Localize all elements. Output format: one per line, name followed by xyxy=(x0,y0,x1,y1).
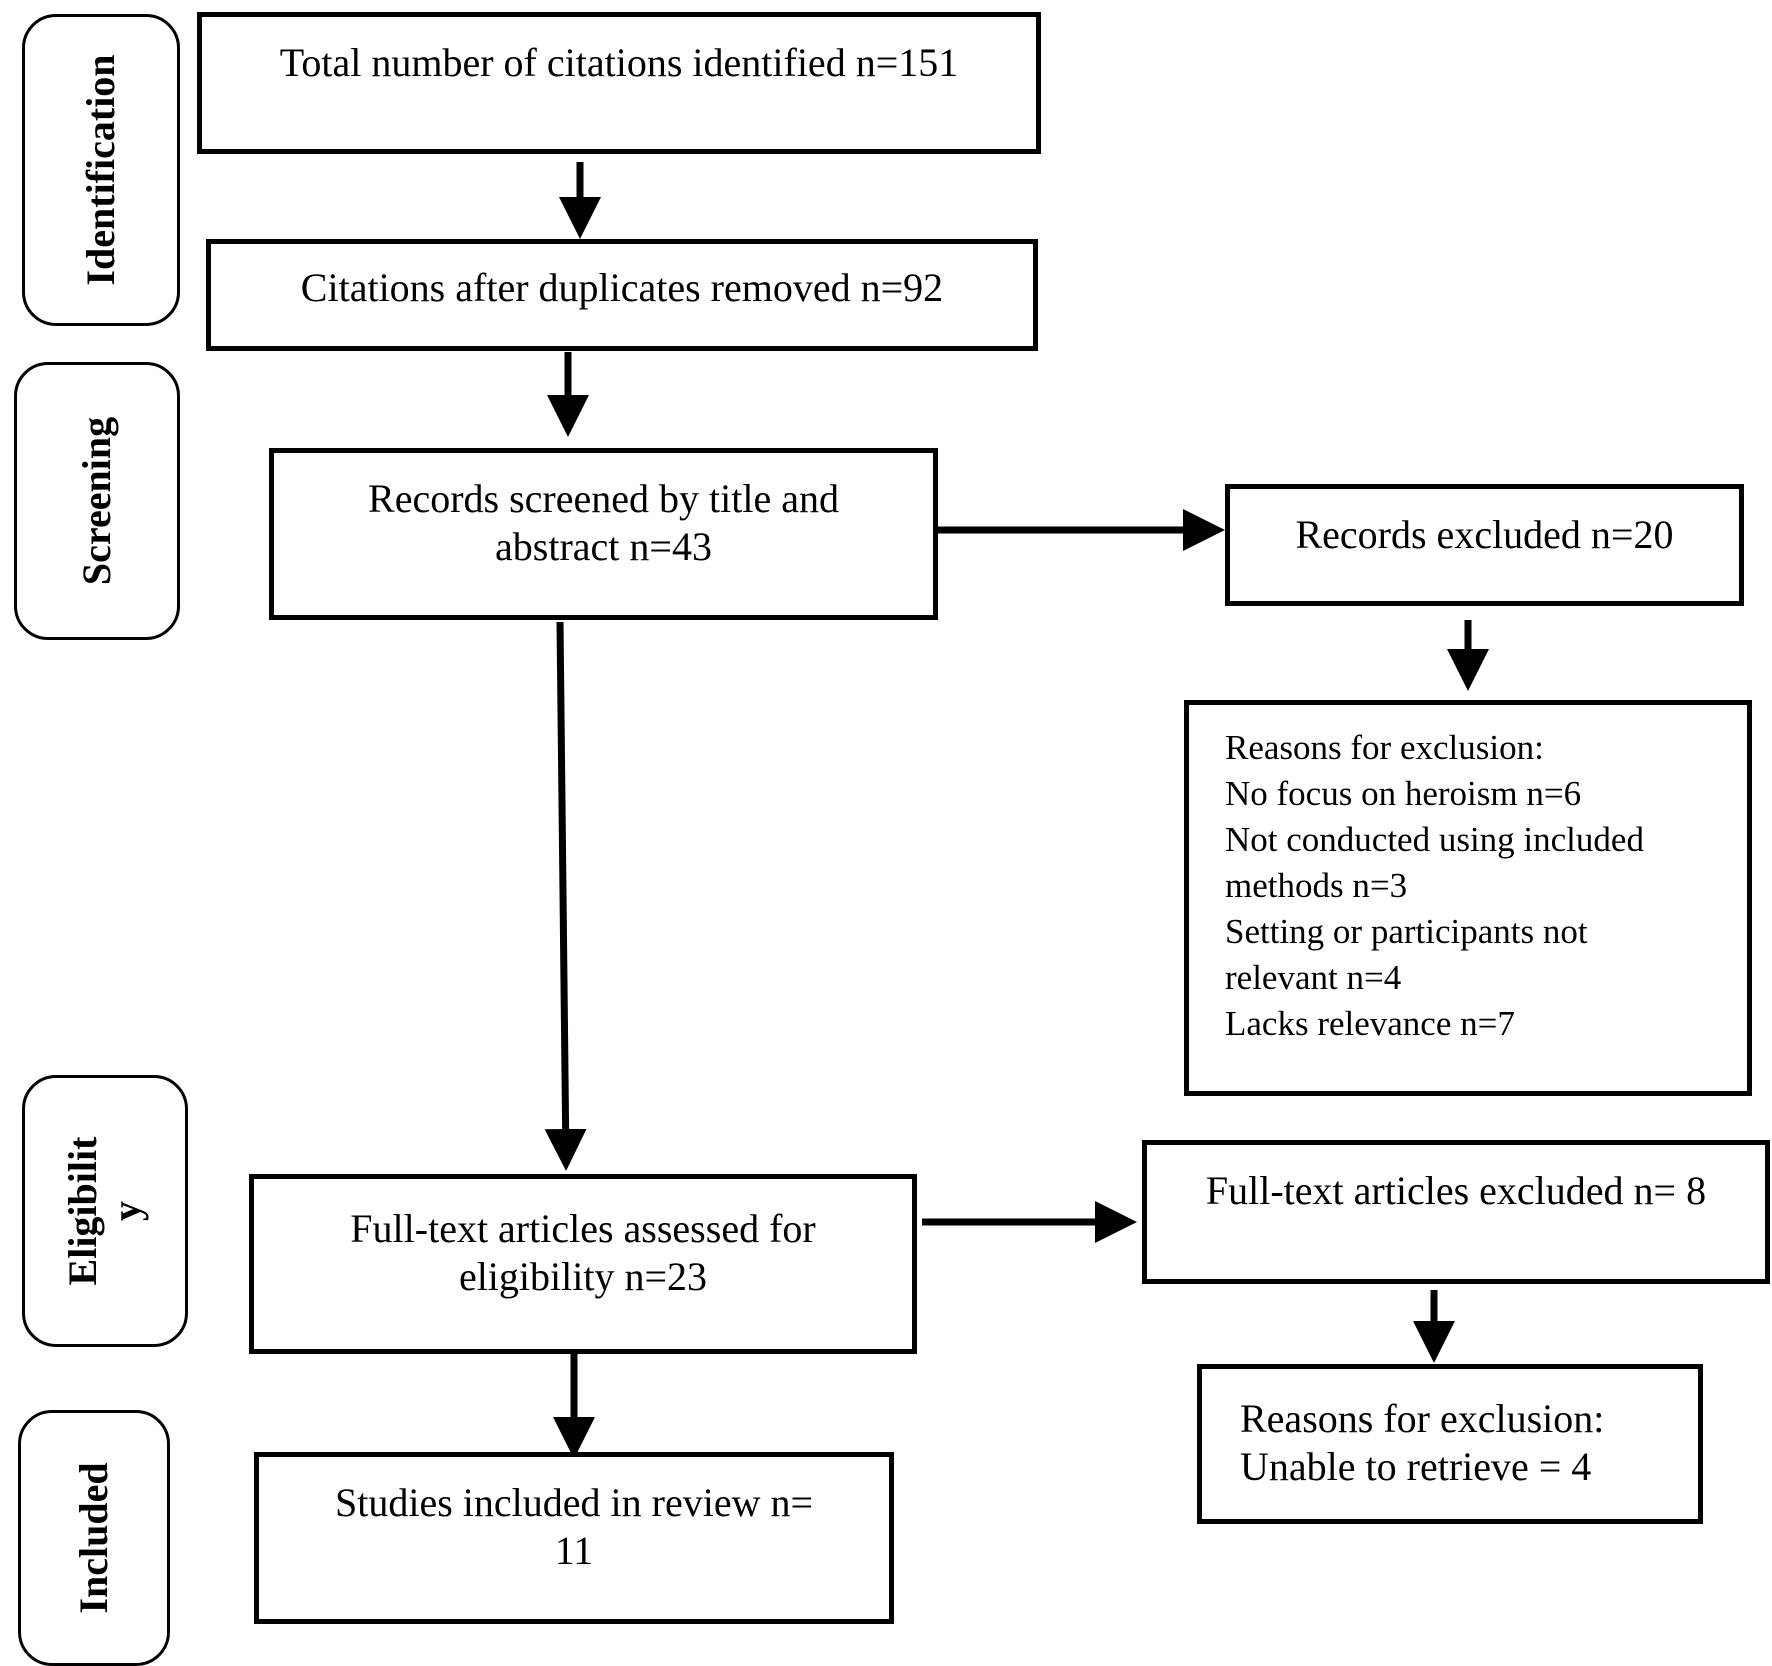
arrow-screened-to-full-text xyxy=(544,621,587,1171)
screening-reason-setting-line-2: relevant n=4 xyxy=(1225,958,1402,997)
box-studies-included-line-1: Studies included in review n= xyxy=(334,1480,814,1525)
box-records-excluded-line-1: Records excluded n=20 xyxy=(1295,512,1674,557)
box-records-screened: Records screened by title and abstract n… xyxy=(269,448,938,620)
screening-reason-heading: Reasons for exclusion: xyxy=(1225,728,1544,767)
box-full-text-assessed-line-2: eligibility n=23 xyxy=(458,1254,708,1299)
box-studies-included-line-2: 11 xyxy=(554,1528,594,1573)
stage-eligibility: Eligibilit y xyxy=(22,1075,188,1347)
screening-reason-no-focus: No focus on heroism n=6 xyxy=(1225,774,1582,813)
screening-reason-methods-line-1: Not conducted using included xyxy=(1225,820,1644,859)
full-text-reason-heading: Reasons for exclusion: xyxy=(1240,1396,1605,1441)
screening-reason-methods-line-2: methods n=3 xyxy=(1225,866,1408,905)
box-full-text-excluded-line-1: Full-text articles excluded n= 8 xyxy=(1205,1168,1707,1213)
box-full-text-exclusion-reasons: Reasons for exclusion: Unable to retriev… xyxy=(1197,1364,1703,1524)
screening-reason-relevance: Lacks relevance n=7 xyxy=(1225,1004,1515,1043)
box-screening-exclusion-reasons: Reasons for exclusion: No focus on heroi… xyxy=(1184,700,1752,1096)
box-citations-identified: Total number of citations identified n=1… xyxy=(197,12,1041,154)
full-text-reason-unable-to-retrieve: Unable to retrieve = 4 xyxy=(1240,1444,1592,1489)
box-full-text-assessed-line-1: Full-text articles assessed for xyxy=(350,1206,816,1251)
box-citations-deduplicated-line-1: Citations after duplicates removed n=92 xyxy=(300,265,944,310)
stage-screening: Screening xyxy=(14,362,180,640)
box-records-screened-line-1: Records screened by title and xyxy=(368,476,839,521)
stage-identification: Identification xyxy=(22,14,180,326)
box-full-text-excluded: Full-text articles excluded n= 8 xyxy=(1142,1140,1770,1284)
stage-included: Included xyxy=(18,1410,170,1666)
box-records-screened-line-2: abstract n=43 xyxy=(495,524,712,569)
box-citations-deduplicated: Citations after duplicates removed n=92 xyxy=(206,239,1038,351)
box-records-excluded: Records excluded n=20 xyxy=(1225,484,1744,606)
box-citations-identified-line-1: Total number of citations identified n=1… xyxy=(279,40,959,85)
screening-reason-setting-line-1: Setting or participants not xyxy=(1225,912,1588,951)
box-studies-included: Studies included in review n= 11 xyxy=(254,1452,894,1624)
box-full-text-assessed: Full-text articles assessed for eligibil… xyxy=(249,1174,917,1354)
